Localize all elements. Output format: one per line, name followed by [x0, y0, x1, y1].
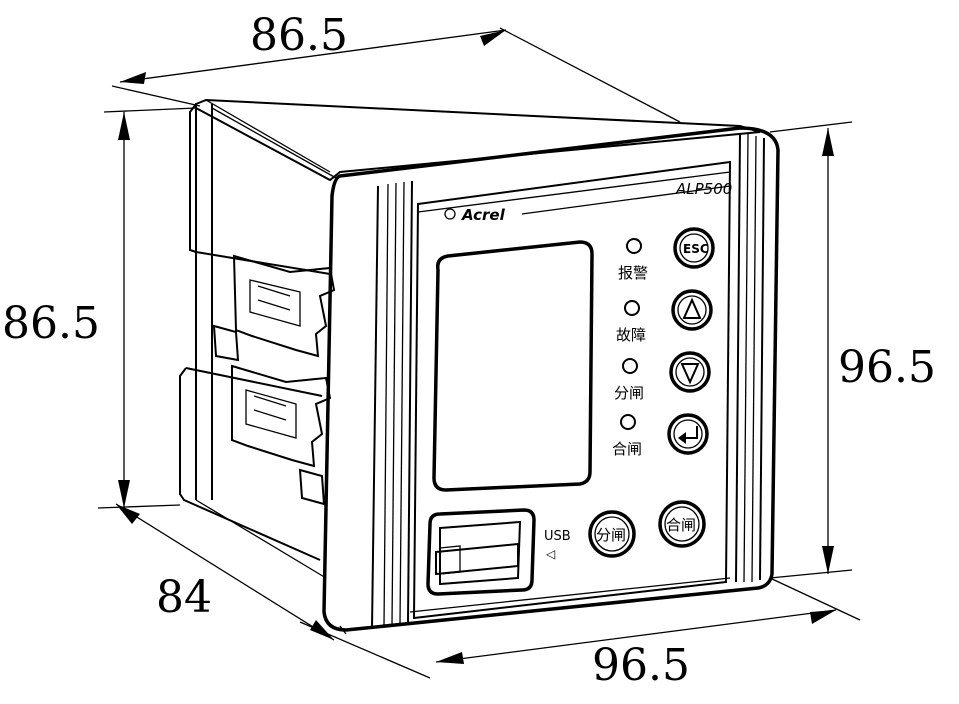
brand-area: Acrel ALP500 — [444, 180, 732, 224]
esc-button-label: ESC — [683, 242, 709, 256]
dim-top-width: 86.5 — [111, 10, 681, 123]
dim-top-width-label: 86.5 — [250, 10, 348, 61]
keypad: ESC — [667, 227, 715, 455]
down-button[interactable] — [669, 351, 711, 393]
dim-right-height: 96.5 — [769, 121, 936, 579]
up-triangle-icon — [682, 297, 702, 319]
brand-label: Acrel — [461, 206, 506, 224]
led-alarm-label: 报警 — [618, 264, 648, 282]
indicator-group: 报警 故障 分闸 合闸 — [612, 238, 648, 458]
esc-button[interactable]: ESC — [673, 227, 715, 269]
dim-depth: 84 — [115, 503, 431, 679]
led-alarm — [626, 238, 642, 254]
led-fault — [624, 300, 640, 316]
acrel-logo-icon — [444, 208, 456, 220]
dim-depth-label: 84 — [156, 572, 212, 623]
close-breaker-button[interactable]: 合闸 — [658, 500, 706, 548]
usb-label: USB — [544, 529, 571, 544]
led-open-label: 分闸 — [614, 384, 644, 402]
up-button[interactable] — [671, 289, 713, 331]
led-close-label: 合闸 — [612, 440, 642, 458]
led-open — [622, 358, 638, 374]
led-fault-label: 故障 — [616, 326, 646, 344]
device-side-body — [179, 98, 761, 579]
model-label: ALP500 — [675, 180, 732, 198]
bezel-bottom-edge — [339, 577, 731, 635]
front-bezel — [322, 126, 780, 632]
close-breaker-label: 合闸 — [666, 516, 696, 534]
open-breaker-button[interactable]: 分闸 — [588, 510, 636, 558]
dim-left-height-label: 86.5 — [2, 298, 100, 349]
mounting-clip-upper — [212, 254, 336, 362]
dim-left-height: 86.5 — [2, 107, 197, 509]
led-close — [620, 414, 636, 430]
dim-right-height-label: 96.5 — [838, 342, 936, 393]
open-breaker-label: 分闸 — [596, 526, 626, 544]
mounting-clip-lower — [231, 364, 332, 506]
enter-button[interactable] — [667, 413, 709, 455]
down-triangle-icon — [680, 363, 700, 385]
usb-arrow-icon: ◁ — [545, 547, 555, 561]
dim-bottom-width: 96.5 — [435, 577, 861, 691]
usb-port[interactable]: USB ◁ — [426, 508, 571, 596]
dim-bottom-width-label: 96.5 — [592, 640, 690, 691]
lcd-screen — [432, 240, 594, 492]
